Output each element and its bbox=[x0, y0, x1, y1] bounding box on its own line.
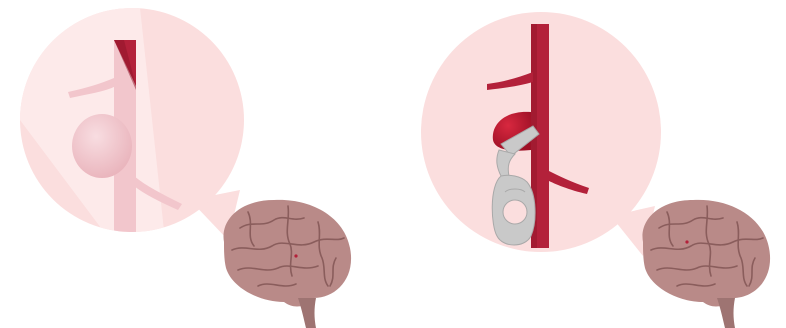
aneurysm-illustration-right bbox=[393, 0, 786, 328]
aneurysm-illustration-left bbox=[0, 0, 393, 328]
brain-icon bbox=[223, 200, 351, 328]
aneurysm-panel-right bbox=[393, 0, 786, 328]
brain-icon bbox=[642, 200, 770, 328]
aneurysm-panel-left bbox=[0, 0, 393, 328]
aneurysm-bulge-icon bbox=[72, 114, 132, 178]
